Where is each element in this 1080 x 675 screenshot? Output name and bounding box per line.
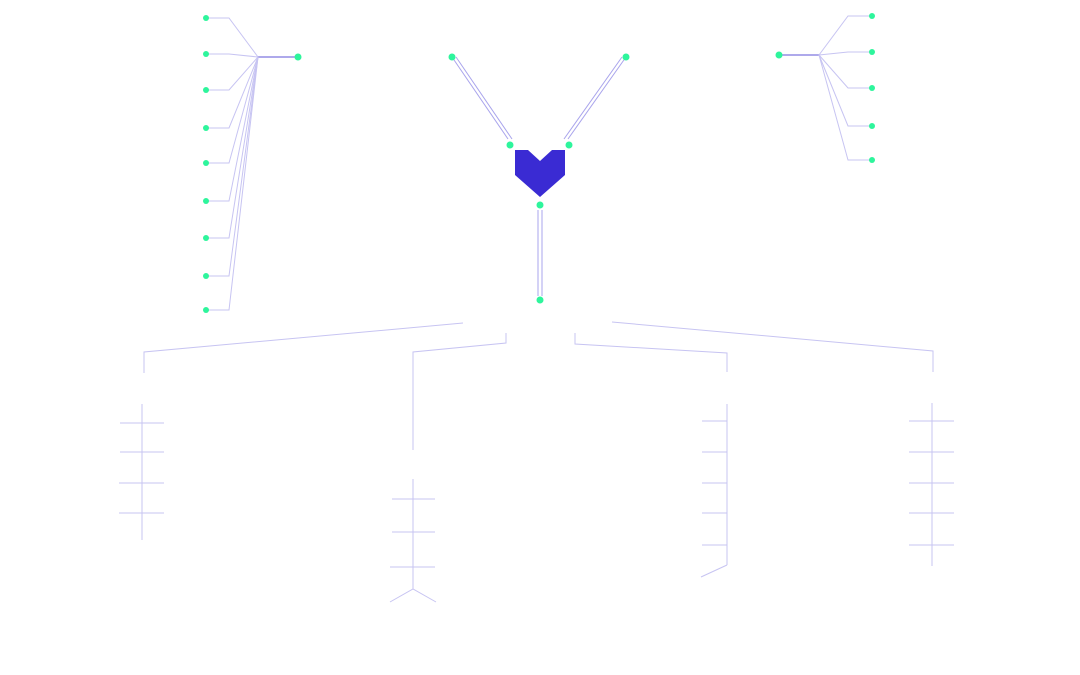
node-tl-hub [294, 53, 302, 61]
bottom-branch-3 [700, 404, 728, 578]
node-tr-leaf [869, 13, 875, 19]
center-stem [537, 210, 543, 296]
node-tr-leaf [869, 123, 875, 129]
top-left-fan [206, 17, 298, 311]
node-logo-bottom [536, 201, 544, 209]
node-logo-right [565, 141, 573, 149]
bottom-branch-2 [389, 479, 437, 603]
node-stem-bottom [536, 296, 544, 304]
node-tl-leaf [203, 160, 209, 166]
node-top-left [448, 53, 456, 61]
heart-logo-icon [515, 150, 565, 197]
node-tl-leaf [203, 235, 209, 241]
node-tr-leaf [869, 85, 875, 91]
node-tr-hub [775, 51, 783, 59]
node-tl-leaf [203, 307, 209, 313]
node-tr-leaf [869, 157, 875, 163]
bottom-branch-1 [119, 404, 164, 540]
node-tl-leaf [203, 273, 209, 279]
bottom-branch-4 [909, 403, 954, 566]
node-tl-leaf [203, 15, 209, 21]
top-right-fan [779, 15, 872, 161]
node-tl-leaf [203, 198, 209, 204]
node-tl-leaf [203, 51, 209, 57]
bottom-connectors [143, 321, 934, 450]
top-center-v-connectors [451, 56, 627, 140]
node-logo-left [506, 141, 514, 149]
node-top-right [622, 53, 630, 61]
node-tl-leaf [203, 125, 209, 131]
node-tr-leaf [869, 49, 875, 55]
node-tl-leaf [203, 87, 209, 93]
